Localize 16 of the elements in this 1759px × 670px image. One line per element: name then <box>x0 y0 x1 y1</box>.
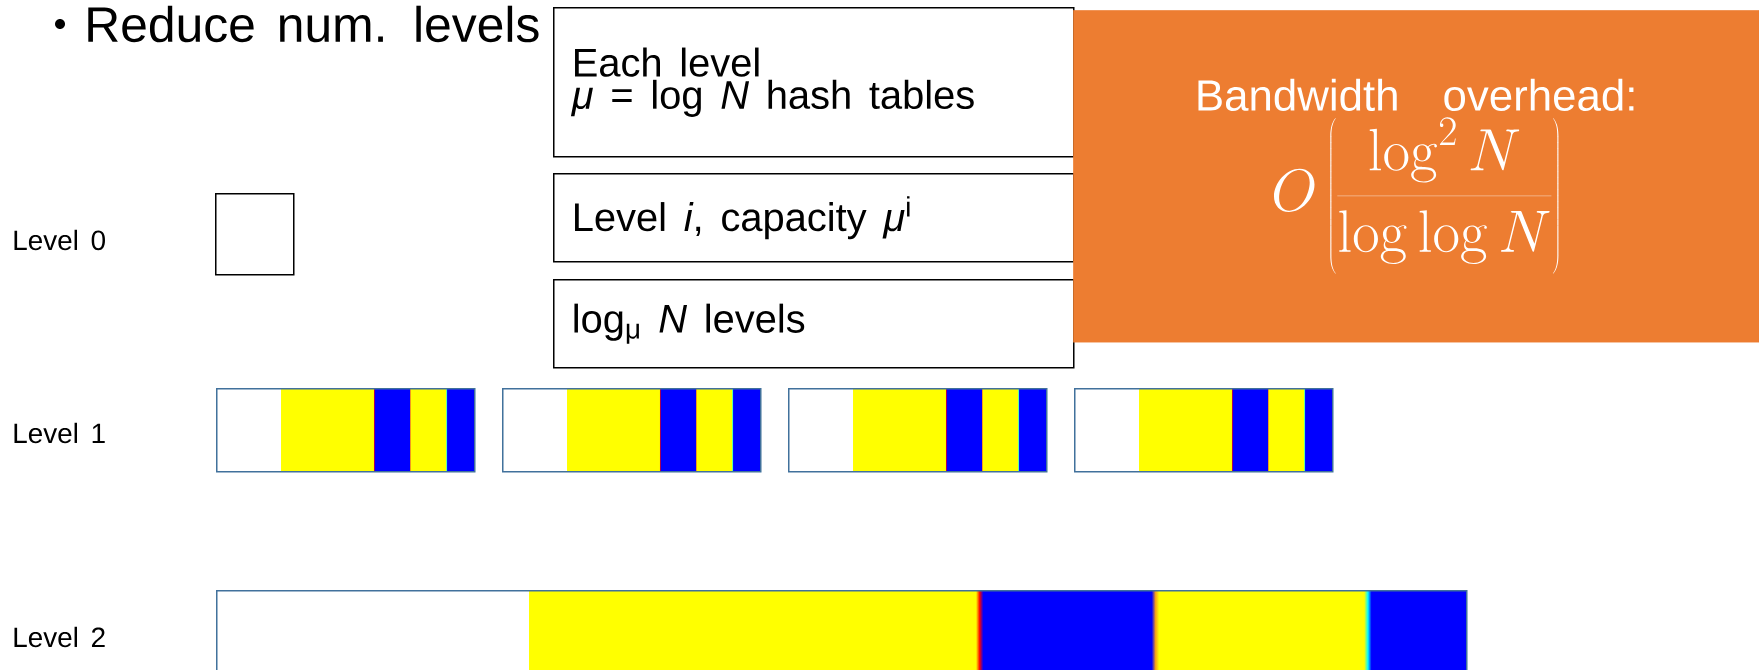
level-label: Level 1 <box>14 422 105 444</box>
bullet-text: Reduce num. levels <box>55 5 539 43</box>
result-box <box>1073 10 1759 343</box>
level-label: Level 0 <box>14 229 105 251</box>
text-box: Level i, capacity μ$^{i}$ <box>553 173 1075 263</box>
formula: $O\left(\frac{\log^2 N}{\log\log N}\right)$ <box>1273 117 1559 274</box>
gradient-bar <box>216 388 476 473</box>
gradient-bar <box>788 388 1048 473</box>
text-box: Each level μ = log N hash tables <box>553 7 1075 158</box>
gradient-bar <box>216 590 1468 670</box>
text-box: log$_{μ}$ N levels <box>553 279 1075 369</box>
empty-box <box>215 193 295 276</box>
gradient-bar <box>1074 388 1334 473</box>
level-label: Level 2 <box>14 626 105 648</box>
heading: Bandwidth overhead: <box>1198 78 1634 111</box>
gradient-bar <box>502 388 762 473</box>
